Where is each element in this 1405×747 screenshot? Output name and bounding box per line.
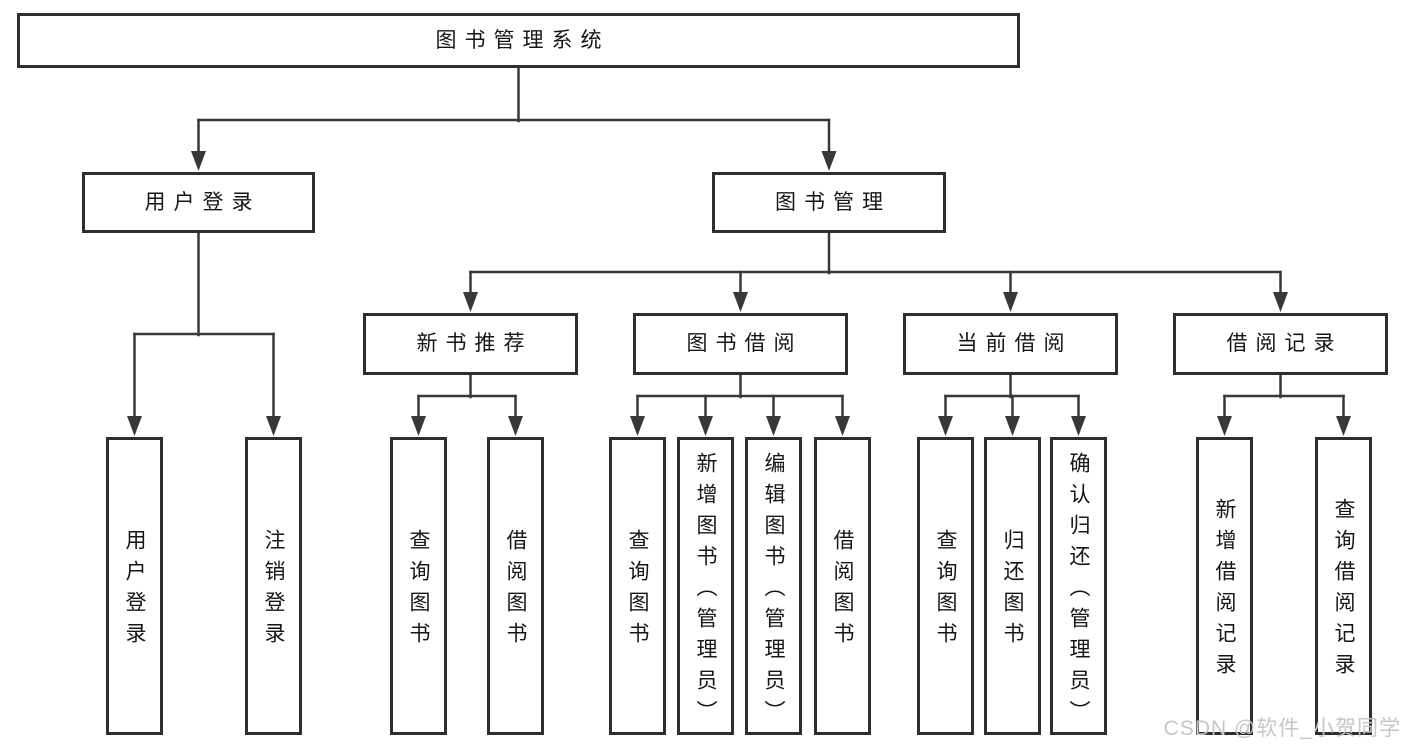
node-label: 图书借阅	[686, 332, 803, 356]
node-library-management-system: 图书管理系统	[17, 13, 1020, 68]
arrowhead-icon	[1217, 416, 1232, 436]
leaf-confirm-return-admin: 确认归还（管理员）	[1050, 437, 1107, 735]
arrowhead-icon	[821, 151, 837, 171]
leaf-return-books: 归还图书	[984, 437, 1041, 735]
leaf-edit-books-admin: 编辑图书（管理员）	[745, 437, 802, 735]
leaf-user-login: 用户登录	[106, 437, 163, 735]
arrowhead-icon	[463, 292, 478, 312]
arrowhead-icon	[733, 292, 748, 312]
arrowhead-icon	[266, 416, 281, 436]
arrowhead-icon	[630, 416, 645, 436]
leaf-label: 新增借阅记录	[1213, 498, 1236, 684]
leaf-label: 借阅图书	[504, 529, 527, 653]
node-book-management: 图书管理	[712, 172, 946, 233]
leaf-label: 查询图书	[934, 529, 957, 653]
csdn-watermark: CSDN @软件_小贺同学	[1163, 717, 1401, 740]
leaf-label: 归还图书	[1001, 529, 1024, 653]
leaf-query-books-borrowing: 查询图书	[609, 437, 666, 735]
arrowhead-icon	[1005, 416, 1020, 436]
connector-borrowing-children	[630, 373, 850, 436]
node-label: 新书推荐	[416, 332, 533, 356]
arrowhead-icon	[835, 416, 850, 436]
node-label: 图书管理系统	[435, 28, 610, 52]
leaf-add-books-admin: 新增图书（管理员）	[677, 437, 734, 735]
leaf-logout: 注销登录	[245, 437, 302, 735]
arrowhead-icon	[127, 416, 142, 436]
leaf-query-books-current: 查询图书	[917, 437, 974, 735]
node-label: 借阅记录	[1226, 332, 1343, 356]
node-label: 当前借阅	[956, 332, 1073, 356]
arrowhead-icon	[766, 416, 781, 436]
arrowhead-icon	[508, 416, 523, 436]
leaf-borrow-books: 借阅图书	[814, 437, 871, 735]
leaf-label: 借阅图书	[831, 529, 854, 653]
leaf-query-books-recommend: 查询图书	[390, 437, 447, 735]
node-new-book-recommendation: 新书推荐	[363, 313, 578, 375]
leaf-label: 确认归还（管理员）	[1067, 451, 1090, 731]
leaf-borrow-books-recommend: 借阅图书	[487, 437, 544, 735]
arrowhead-icon	[938, 416, 953, 436]
connector-records-children	[1217, 373, 1351, 436]
leaf-label: 查询图书	[407, 529, 430, 653]
node-book-borrowing: 图书借阅	[633, 313, 848, 375]
leaf-label: 查询图书	[626, 529, 649, 653]
arrowhead-icon	[1336, 416, 1351, 436]
connector-recommendation-children	[411, 373, 523, 436]
leaf-label: 查询借阅记录	[1332, 498, 1355, 684]
connector-user-login-children	[127, 231, 281, 436]
arrowhead-icon	[1273, 292, 1288, 312]
arrowhead-icon	[698, 416, 713, 436]
leaf-label: 用户登录	[123, 529, 146, 653]
leaf-query-borrow-record: 查询借阅记录	[1315, 437, 1372, 735]
arrowhead-icon	[411, 416, 426, 436]
connector-root-to-level2	[191, 66, 837, 171]
node-user-login: 用户登录	[82, 172, 315, 233]
arrowhead-icon	[191, 151, 206, 171]
connector-current-borrow-children	[938, 373, 1086, 436]
node-label: 用户登录	[144, 190, 261, 214]
node-borrowing-records: 借阅记录	[1173, 313, 1388, 375]
leaf-label: 编辑图书（管理员）	[762, 451, 785, 731]
connector-book-management-children	[463, 231, 1288, 312]
node-current-borrowing: 当前借阅	[903, 313, 1118, 375]
arrowhead-icon	[1003, 292, 1018, 312]
node-label: 图书管理	[775, 190, 891, 214]
leaf-label: 注销登录	[262, 529, 285, 653]
arrowhead-icon	[1071, 416, 1086, 436]
leaf-add-borrow-record: 新增借阅记录	[1196, 437, 1253, 735]
leaf-label: 新增图书（管理员）	[694, 451, 717, 731]
